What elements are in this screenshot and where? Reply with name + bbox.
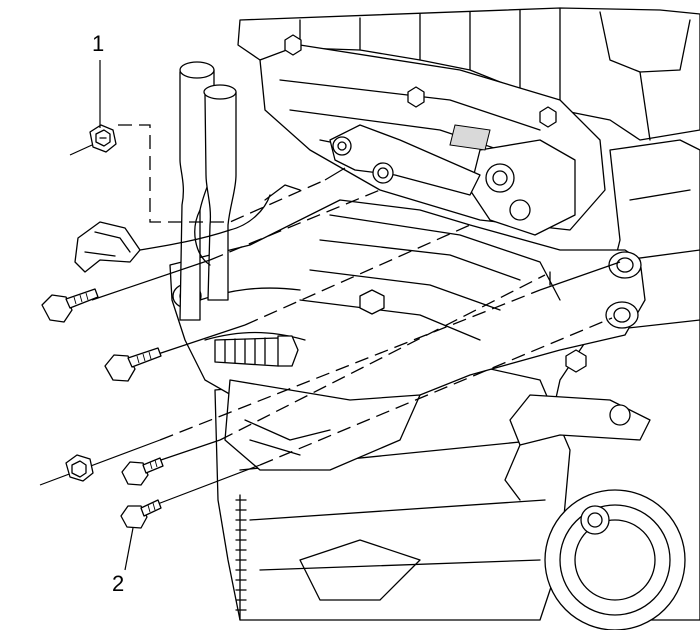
manifold-bolt bbox=[121, 457, 164, 486]
stud-bolt bbox=[120, 499, 162, 529]
belt-teeth bbox=[235, 494, 247, 621]
manifold-bolt bbox=[104, 347, 162, 382]
coolant-hoses bbox=[179, 61, 237, 321]
manifold-nut bbox=[65, 454, 94, 482]
oxygen-sensor-connector bbox=[74, 184, 301, 273]
assembly-lines bbox=[39, 124, 621, 506]
callout-2-label: 2 bbox=[112, 571, 125, 596]
oxygen-sensor bbox=[214, 335, 299, 367]
callout-2-leader bbox=[124, 527, 134, 571]
manifold-bolt bbox=[41, 288, 99, 323]
callout-1-label: 1 bbox=[92, 31, 105, 56]
manifold-nut bbox=[89, 124, 117, 153]
intake-bracket bbox=[259, 34, 606, 236]
